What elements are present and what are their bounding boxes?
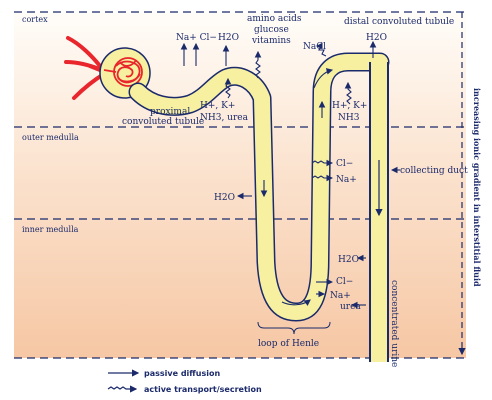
h2o-outer-label: H2O bbox=[214, 193, 235, 203]
nh3-right-label: NH3 bbox=[338, 113, 360, 123]
legend-passive-label: passive diffusion bbox=[144, 369, 220, 378]
urea-label: urea bbox=[340, 302, 361, 312]
vitamins-label: vitamins bbox=[251, 36, 291, 46]
amino-acids-label: amino acids bbox=[247, 14, 302, 24]
h-k-left-label: H+, K+ bbox=[200, 101, 235, 111]
tubule-lumen bbox=[130, 54, 388, 320]
h2o-top-label: H2O bbox=[218, 33, 239, 43]
h-k-right-label: H+, K+ bbox=[332, 101, 367, 111]
concentrated-urine-label: concentrated urine bbox=[389, 280, 399, 367]
gradient-side-label: increasing ionic gradient in interstitia… bbox=[472, 88, 482, 287]
nh3-urea-label: NH3, urea bbox=[200, 113, 249, 123]
proximal-label: proximal bbox=[150, 107, 190, 117]
distal-tubule-label: distal convoluted tubule bbox=[344, 17, 454, 27]
loop-bottom-flow-arrow bbox=[281, 299, 311, 306]
na-cl-top-label: Na+ Cl− bbox=[176, 33, 217, 43]
collecting-duct-label: collecting duct bbox=[400, 166, 468, 176]
zone-cortex-label: cortex bbox=[22, 15, 48, 24]
glomerulus bbox=[103, 57, 143, 87]
legend-active-arrow bbox=[107, 385, 138, 393]
zone-inner-medulla-label: inner medulla bbox=[22, 225, 79, 234]
h2o-distal-label: H2O bbox=[366, 33, 387, 43]
medulla-transport-arrows bbox=[236, 159, 400, 309]
na-inner-label: Na+ bbox=[330, 291, 351, 301]
cl-outer-label: Cl− bbox=[336, 159, 353, 169]
h2o-inner-label: H2O bbox=[338, 255, 359, 265]
nacl-label: NaCl bbox=[303, 42, 326, 52]
loop-of-henle-label: loop of Henle bbox=[258, 339, 319, 349]
na-outer-label: Na+ bbox=[336, 175, 357, 185]
transport-arrows bbox=[180, 40, 377, 105]
distal-curve-flow-arrow bbox=[313, 68, 334, 89]
zone-outer-medulla-label: outer medulla bbox=[22, 133, 79, 142]
glucose-label: glucose bbox=[254, 25, 289, 35]
convoluted-tubule-label: convoluted tubule bbox=[122, 117, 204, 127]
cl-inner-label: Cl− bbox=[336, 277, 353, 287]
loop-of-henle-brace bbox=[257, 321, 331, 335]
legend-active-label: active transport/secretion bbox=[144, 385, 262, 394]
